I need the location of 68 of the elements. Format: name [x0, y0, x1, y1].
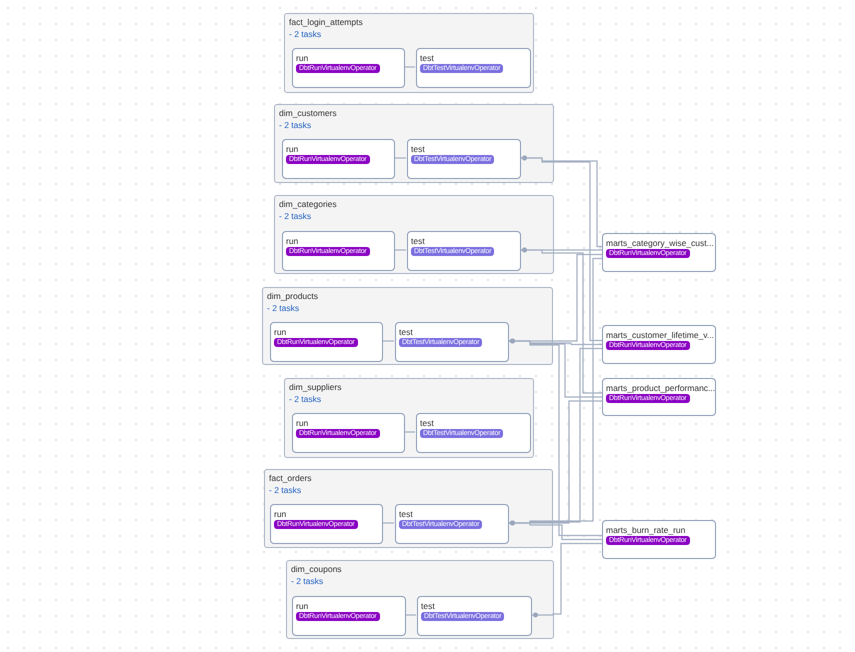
task-box [282, 139, 395, 179]
connector-line [394, 157, 406, 159]
task-count: - 2 tasks [291, 576, 324, 586]
task-count: - 2 tasks [269, 485, 302, 495]
connector-line [531, 542, 602, 618]
group-title: dim_customers [279, 108, 337, 118]
task-name: run [296, 418, 308, 428]
group-title: dim_categories [279, 199, 337, 209]
task-box [416, 413, 531, 453]
task-name: test [420, 53, 434, 63]
task-name: run [274, 509, 286, 519]
task-name: test [399, 509, 413, 519]
task-box [292, 596, 406, 636]
task-box [602, 520, 716, 559]
connector-line [382, 340, 394, 342]
task-name: marts_product_performanc... [606, 383, 716, 393]
connector-line [404, 431, 415, 433]
task-name: run [286, 144, 298, 154]
task-name: marts_burn_rate_run [606, 525, 686, 535]
task-count: - 2 tasks [289, 29, 322, 39]
connector-line [520, 156, 602, 342]
connector-line [382, 522, 394, 524]
task-box [602, 233, 716, 272]
connector-line [404, 66, 415, 68]
task-name: test [421, 601, 435, 611]
group-title: dim_suppliers [289, 382, 342, 392]
group-title: dim_coupons [291, 564, 342, 574]
connector-line [520, 248, 602, 394]
task-box [292, 413, 405, 453]
task-box [395, 322, 509, 362]
group-title: fact_orders [269, 473, 312, 483]
task-group-box [274, 195, 554, 274]
task-box [270, 322, 383, 362]
task-group-box [286, 560, 554, 639]
task-count: - 2 tasks [279, 211, 312, 221]
task-name: run [296, 53, 308, 63]
connector-line [394, 249, 406, 251]
group-title: fact_login_attempts [289, 17, 363, 27]
task-name: test [411, 144, 425, 154]
task-name: marts_category_wise_cust... [606, 238, 714, 248]
task-box [602, 378, 716, 416]
task-count: - 2 tasks [267, 303, 300, 313]
task-box [602, 325, 716, 364]
task-name: marts_customer_lifetime_v... [606, 330, 714, 340]
task-group-box [264, 469, 553, 548]
task-box [282, 231, 395, 271]
task-group-box [284, 13, 534, 93]
task-box [416, 48, 531, 88]
task-name: test [411, 236, 425, 246]
task-group-box [274, 104, 554, 183]
task-name: test [399, 327, 413, 337]
task-name: test [420, 418, 434, 428]
task-group-box [284, 378, 534, 458]
task-count: - 2 tasks [289, 394, 322, 404]
task-count: - 2 tasks [279, 120, 312, 130]
task-box [407, 231, 521, 271]
task-box [292, 48, 405, 88]
task-box [395, 504, 509, 544]
connector-line [508, 520, 602, 540]
task-name: run [286, 236, 298, 246]
task-name: run [296, 601, 308, 611]
task-name: run [274, 327, 286, 337]
task-box [407, 139, 521, 179]
task-box [270, 504, 383, 544]
task-box [417, 596, 532, 636]
group-title: dim_products [267, 291, 318, 301]
task-group-box [262, 287, 553, 365]
connector-line [405, 614, 416, 616]
